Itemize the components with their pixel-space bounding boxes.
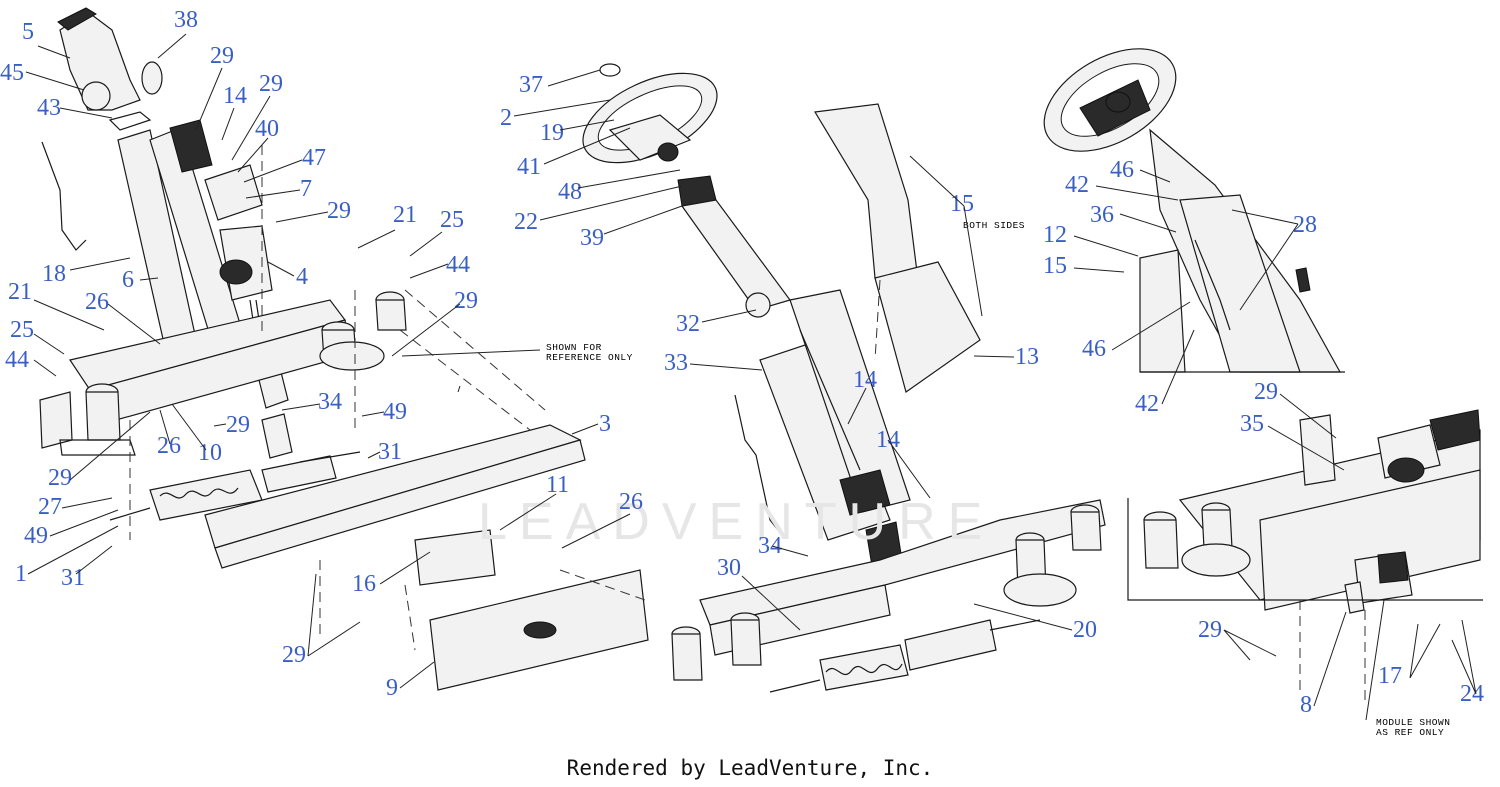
callout-5[interactable]: 5 xyxy=(22,19,34,45)
callout-29[interactable]: 29 xyxy=(48,465,72,491)
right-bottom-inset xyxy=(1127,409,1483,700)
callout-29[interactable]: 29 xyxy=(454,288,478,314)
callout-41[interactable]: 41 xyxy=(517,154,541,180)
callout-42[interactable]: 42 xyxy=(1065,172,1089,198)
callout-17[interactable]: 17 xyxy=(1378,663,1402,689)
callout-12[interactable]: 12 xyxy=(1043,222,1067,248)
callout-44[interactable]: 44 xyxy=(5,347,29,373)
callout-11[interactable]: 11 xyxy=(546,472,570,498)
callout-25[interactable]: 25 xyxy=(440,207,464,233)
callout-14[interactable]: 14 xyxy=(223,83,247,109)
callout-21[interactable]: 21 xyxy=(8,279,32,305)
callout-32[interactable]: 32 xyxy=(676,311,700,337)
callout-7[interactable]: 7 xyxy=(300,176,312,202)
callout-38[interactable]: 38 xyxy=(174,7,198,33)
callout-14[interactable]: 14 xyxy=(853,367,877,393)
callout-26[interactable]: 26 xyxy=(85,289,109,315)
callout-44[interactable]: 44 xyxy=(446,252,470,278)
callout-34[interactable]: 34 xyxy=(758,533,782,559)
callout-46[interactable]: 46 xyxy=(1082,336,1106,362)
watermark: LEADVENTURE xyxy=(478,493,995,551)
callout-10[interactable]: 10 xyxy=(198,440,222,466)
callout-46[interactable]: 46 xyxy=(1110,157,1134,183)
callout-21[interactable]: 21 xyxy=(393,202,417,228)
callout-26[interactable]: 26 xyxy=(619,489,643,515)
callout-4[interactable]: 4 xyxy=(296,264,308,290)
footer-rendered-by: Rendered by LeadVenture, Inc. xyxy=(566,756,934,780)
callout-31[interactable]: 31 xyxy=(61,565,85,591)
callout-48[interactable]: 48 xyxy=(558,179,582,205)
callout-26[interactable]: 26 xyxy=(157,433,181,459)
callout-19[interactable]: 19 xyxy=(540,120,564,146)
callout-29[interactable]: 29 xyxy=(282,642,306,668)
callout-43[interactable]: 43 xyxy=(37,95,61,121)
callout-15[interactable]: 15 xyxy=(950,191,974,217)
callout-27[interactable]: 27 xyxy=(38,494,62,520)
callout-36[interactable]: 36 xyxy=(1090,202,1114,228)
callout-25[interactable]: 25 xyxy=(10,317,34,343)
callout-8[interactable]: 8 xyxy=(1300,692,1312,718)
callout-33[interactable]: 33 xyxy=(664,350,688,376)
callout-20[interactable]: 20 xyxy=(1073,617,1097,643)
callout-29[interactable]: 29 xyxy=(327,198,351,224)
callout-29[interactable]: 29 xyxy=(210,43,234,69)
callout-29[interactable]: 29 xyxy=(226,412,250,438)
note-both-sides: BOTH SIDES xyxy=(963,220,1026,231)
callout-2[interactable]: 2 xyxy=(500,105,512,131)
callout-22[interactable]: 22 xyxy=(514,209,538,235)
callout-35[interactable]: 35 xyxy=(1240,411,1264,437)
note-shown-for-reference: SHOWN FOR REFERENCE ONLY xyxy=(546,342,633,363)
callout-1[interactable]: 1 xyxy=(15,561,27,587)
callout-29[interactable]: 29 xyxy=(1198,617,1222,643)
callout-29[interactable]: 29 xyxy=(1254,379,1278,405)
callout-49[interactable]: 49 xyxy=(383,399,407,425)
callout-45[interactable]: 45 xyxy=(0,60,24,86)
callout-37[interactable]: 37 xyxy=(519,72,543,98)
callout-30[interactable]: 30 xyxy=(717,555,741,581)
callout-18[interactable]: 18 xyxy=(42,261,66,287)
callout-24[interactable]: 24 xyxy=(1460,681,1484,707)
callout-16[interactable]: 16 xyxy=(352,571,376,597)
callout-47[interactable]: 47 xyxy=(302,145,326,171)
callout-14[interactable]: 14 xyxy=(876,427,900,453)
middle-steering-assembly xyxy=(582,63,1106,693)
callout-31[interactable]: 31 xyxy=(378,439,402,465)
callout-49[interactable]: 49 xyxy=(24,523,48,549)
callout-28[interactable]: 28 xyxy=(1293,212,1317,238)
callout-42[interactable]: 42 xyxy=(1135,391,1159,417)
note-module-shown: MODULE SHOWN AS REF ONLY xyxy=(1376,717,1451,738)
callout-39[interactable]: 39 xyxy=(580,225,604,251)
right-top-inset xyxy=(1043,48,1342,373)
callout-29[interactable]: 29 xyxy=(259,71,283,97)
callout-40[interactable]: 40 xyxy=(255,116,279,142)
callout-6[interactable]: 6 xyxy=(122,267,134,293)
callout-9[interactable]: 9 xyxy=(386,675,398,701)
callout-13[interactable]: 13 xyxy=(1015,344,1039,370)
callout-3[interactable]: 3 xyxy=(599,411,611,437)
callout-34[interactable]: 34 xyxy=(318,389,342,415)
callout-15[interactable]: 15 xyxy=(1043,253,1067,279)
